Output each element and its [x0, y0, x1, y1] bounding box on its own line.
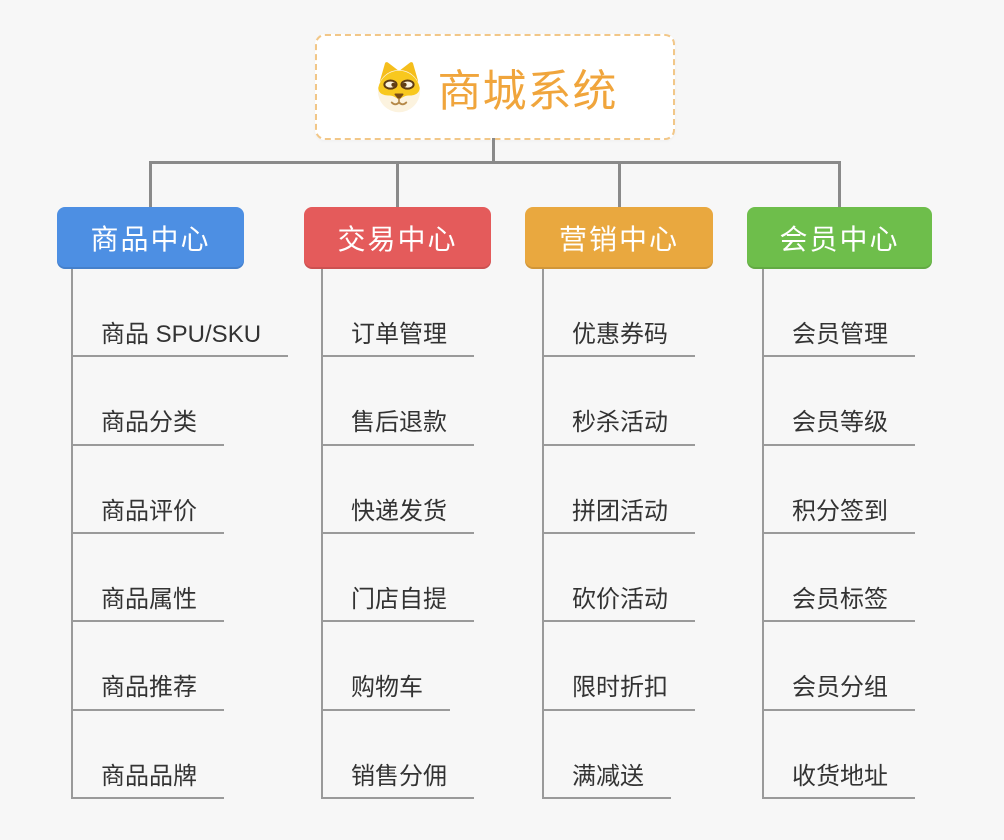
leaf-node[interactable]: 销售分佣 [321, 764, 474, 799]
leaf-node[interactable]: 商品 SPU/SKU [71, 322, 289, 358]
connector-drop-product [149, 162, 152, 208]
branch-node-product-center[interactable]: 商品中心 [57, 207, 244, 269]
leaf-node[interactable]: 积分签到 [762, 499, 915, 534]
root-title: 商城系统 [437, 67, 618, 116]
leaf-node[interactable]: 商品分类 [71, 410, 224, 446]
leaf-node[interactable]: 会员等级 [762, 410, 915, 446]
leaf-node[interactable]: 商品评价 [71, 499, 224, 534]
leaf-node[interactable]: 订单管理 [321, 322, 474, 358]
leaf-column-product-center: 商品 SPU/SKU 商品分类 商品评价 商品属性 商品推荐 商品品牌 [71, 269, 289, 799]
connector-drop-member [838, 162, 841, 208]
leaf-column-member-center: 会员管理 会员等级 积分签到 会员标签 会员分组 收货地址 [762, 269, 915, 799]
leaf-row: 售后退款 [321, 357, 474, 446]
leaf-node[interactable]: 会员标签 [762, 587, 915, 623]
branch-label: 营销中心 [558, 224, 679, 255]
leaf-node[interactable]: 商品品牌 [71, 764, 224, 799]
branch-node-trade-center[interactable]: 交易中心 [304, 207, 491, 269]
leaf-row: 会员标签 [762, 534, 915, 623]
leaf-node[interactable]: 砍价活动 [542, 587, 695, 623]
connector-horizontal-bar [149, 161, 841, 164]
leaf-column-marketing-center: 优惠券码 秒杀活动 拼团活动 砍价活动 限时折扣 满减送 [542, 269, 695, 799]
branch-node-member-center[interactable]: 会员中心 [747, 207, 932, 269]
branch-node-marketing-center[interactable]: 营销中心 [525, 207, 713, 269]
leaf-row: 销售分佣 [321, 711, 474, 799]
leaf-row: 门店自提 [321, 534, 474, 623]
dog-face-icon [377, 62, 420, 113]
leaf-node[interactable]: 满减送 [542, 764, 671, 799]
leaf-row: 优惠券码 [542, 269, 695, 358]
branch-label: 交易中心 [337, 224, 458, 255]
leaf-row: 拼团活动 [542, 446, 695, 534]
leaf-node[interactable]: 门店自提 [321, 587, 474, 623]
leaf-row: 购物车 [321, 622, 474, 711]
leaf-node[interactable]: 购物车 [321, 675, 450, 711]
root-node[interactable]: 商城系统 [315, 34, 675, 140]
leaf-row: 订单管理 [321, 269, 474, 358]
leaf-row: 商品评价 [71, 446, 288, 534]
leaf-row: 会员等级 [762, 357, 915, 446]
leaf-row: 快递发货 [321, 446, 474, 534]
leaf-node[interactable]: 拼团活动 [542, 499, 695, 534]
leaf-row: 限时折扣 [542, 622, 695, 711]
leaf-node[interactable]: 优惠券码 [542, 322, 695, 358]
branch-label: 会员中心 [779, 224, 900, 255]
leaf-row: 满减送 [542, 711, 695, 799]
leaf-row: 秒杀活动 [542, 357, 695, 446]
branch-label: 商品中心 [90, 224, 211, 255]
leaf-column-trade-center: 订单管理 售后退款 快递发货 门店自提 购物车 销售分佣 [321, 269, 474, 799]
leaf-row: 收货地址 [762, 711, 915, 799]
connector-drop-marketing [618, 162, 621, 208]
leaf-node[interactable]: 快递发货 [321, 499, 474, 534]
leaf-node[interactable]: 会员管理 [762, 322, 915, 358]
leaf-row: 砍价活动 [542, 534, 695, 623]
leaf-row: 商品 SPU/SKU [71, 269, 289, 358]
leaf-row: 商品属性 [71, 534, 288, 623]
leaf-row: 会员分组 [762, 622, 915, 711]
leaf-node[interactable]: 商品属性 [71, 587, 224, 623]
leaf-node[interactable]: 售后退款 [321, 410, 474, 446]
leaf-row: 商品推荐 [71, 622, 288, 711]
leaf-row: 积分签到 [762, 446, 915, 534]
leaf-node[interactable]: 秒杀活动 [542, 410, 695, 446]
leaf-node[interactable]: 收货地址 [762, 764, 915, 799]
leaf-node[interactable]: 商品推荐 [71, 675, 224, 711]
connector-drop-trade [396, 162, 399, 208]
leaf-row: 会员管理 [762, 269, 915, 358]
leaf-node[interactable]: 限时折扣 [542, 675, 695, 711]
leaf-node[interactable]: 会员分组 [762, 675, 915, 711]
leaf-row: 商品分类 [71, 357, 288, 446]
connector-root-stem [492, 138, 495, 163]
leaf-row: 商品品牌 [71, 711, 288, 799]
